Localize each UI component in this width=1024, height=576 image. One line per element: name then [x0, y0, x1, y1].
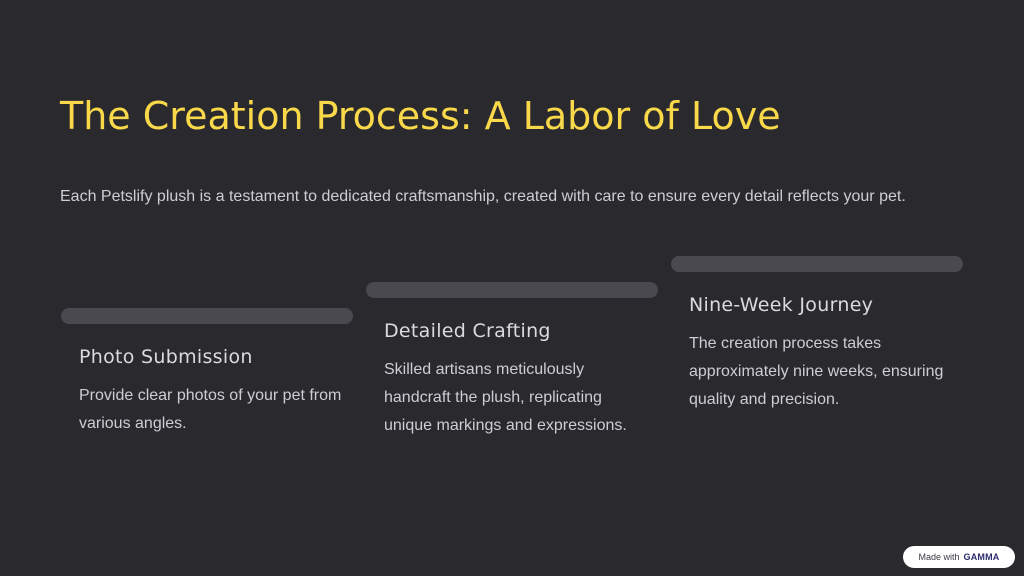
step-bar: [671, 256, 963, 272]
slide-intro: Each Petslify plush is a testament to de…: [60, 188, 906, 205]
step-heading: Nine-Week Journey: [689, 294, 874, 316]
step-nine-week-journey: Nine-Week Journey The creation process t…: [671, 256, 963, 414]
slide-title: The Creation Process: A Labor of Love: [60, 94, 781, 138]
step-photo-submission: Photo Submission Provide clear photos of…: [61, 308, 353, 438]
step-detailed-crafting: Detailed Crafting Skilled artisans metic…: [366, 282, 658, 440]
step-heading: Detailed Crafting: [384, 320, 551, 342]
made-with-gamma-badge[interactable]: Made with GAMMA: [903, 546, 1015, 568]
step-description: Provide clear photos of your pet from va…: [79, 387, 342, 432]
step-bar: [61, 308, 353, 324]
step-bar: [366, 282, 658, 298]
badge-prefix: Made with: [918, 552, 960, 562]
step-description: The creation process takes approximately…: [689, 335, 944, 408]
step-description: Skilled artisans meticulously handcraft …: [384, 361, 627, 434]
step-heading: Photo Submission: [79, 346, 253, 368]
gamma-logo: GAMMA: [963, 552, 1000, 562]
